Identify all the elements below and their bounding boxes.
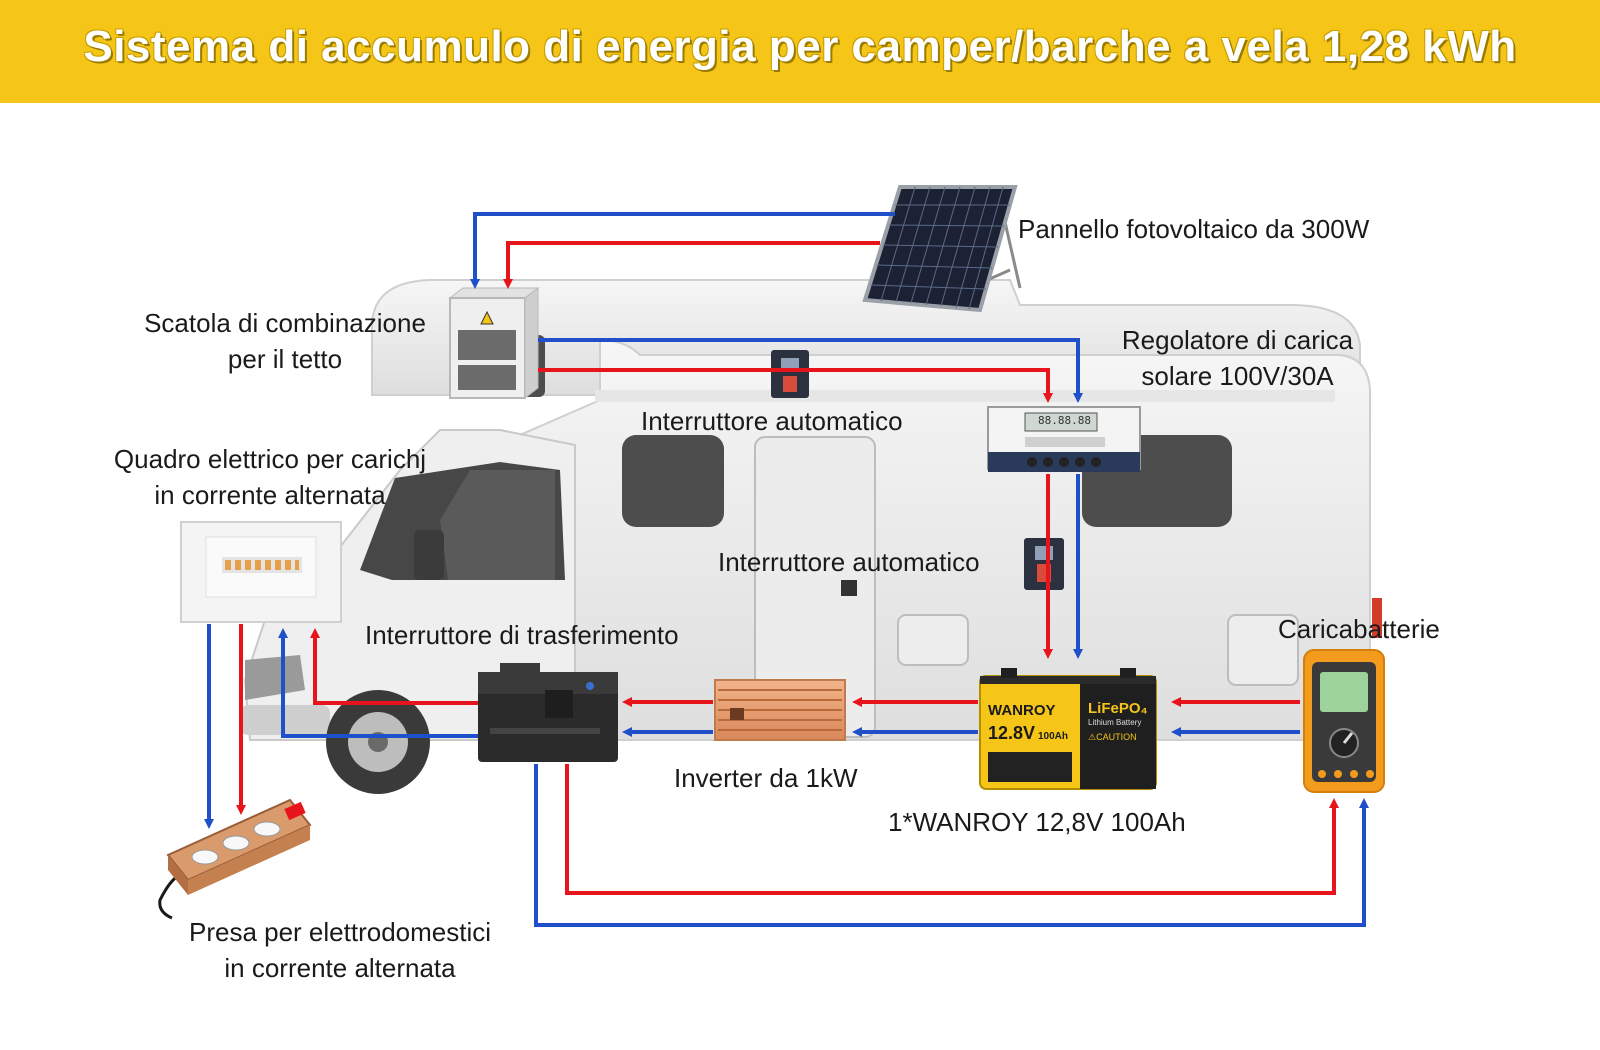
transfer-switch (478, 663, 618, 762)
label-ac-outlet-line2: in corrente alternata (224, 953, 456, 983)
battery-charger (1303, 649, 1385, 793)
breaker-top (771, 350, 809, 398)
battery-subtitle-text: Lithium Battery (1088, 718, 1142, 727)
battery-voltage-text: 12.8V (988, 723, 1036, 743)
label-solar-panel: Pannello fotovoltaico da 300W (1018, 214, 1370, 244)
inverter (714, 679, 846, 741)
label-transfer-switch: Interruttore di trasferimento (365, 620, 679, 650)
wiring (204, 212, 1369, 927)
solar-panel (862, 185, 1022, 313)
breaker-middle (1024, 538, 1064, 590)
label-combiner-box-line2: per il tetto (227, 344, 343, 374)
battery-body (979, 668, 1157, 790)
label-inverter: Inverter da 1kW (674, 763, 858, 793)
header-banner: Sistema di accumulo di energia per campe… (0, 0, 1600, 103)
page-title: Sistema di accumulo di energia per campe… (83, 22, 1517, 71)
combiner-box (448, 286, 540, 400)
controller-display: 88.88.88 (1038, 414, 1091, 427)
label-breaker-top: Interruttore automatico (641, 406, 903, 436)
label-charge-controller: Regolatore di carica solare 100V/30A (1095, 322, 1380, 394)
ac-outlet-strip (158, 798, 312, 920)
label-ac-panel-line1: Quadro elettrico per carichj (113, 444, 427, 474)
label-combiner-box-line1: Scatola di combinazione (144, 308, 426, 338)
label-ac-outlet-line1: Presa per elettrodomestici (188, 917, 492, 947)
label-combiner-box: Scatola di combinazione per il tetto (100, 305, 470, 377)
battery-brand-text: WANROY (988, 702, 1056, 719)
ac-distribution-panel (180, 521, 342, 623)
rv-illustration (240, 279, 1382, 794)
label-ac-outlet: Presa per elettrodomestici in corrente a… (140, 914, 540, 986)
label-ac-panel-line2: in corrente alternata (154, 480, 386, 510)
battery-caution-text: ⚠CAUTION (1088, 732, 1137, 742)
battery-chemistry-text: LiFePO₄ (1088, 700, 1148, 717)
label-battery: 1*WANROY 12,8V 100Ah (888, 807, 1186, 837)
battery-capacity-text: 100Ah (1038, 731, 1069, 742)
charge-controller (987, 406, 1141, 472)
label-charge-controller-line2: solare 100V/30A (1141, 361, 1334, 391)
label-battery-charger: Caricabatterie (1278, 614, 1440, 644)
label-breaker-middle: Interruttore automatico (718, 547, 980, 577)
label-charge-controller-line1: Regolatore di carica (1121, 325, 1354, 355)
label-ac-panel: Quadro elettrico per carichj in corrente… (70, 441, 470, 513)
